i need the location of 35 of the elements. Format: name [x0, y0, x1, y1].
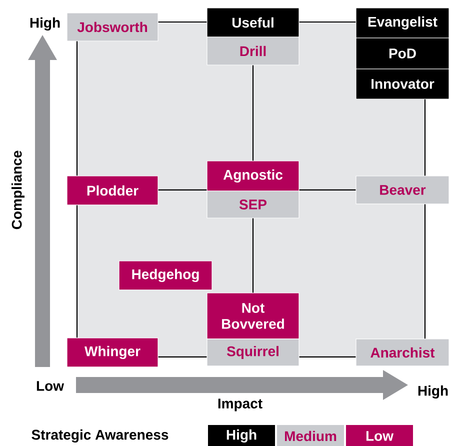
category-box: Drill — [206, 36, 300, 66]
legend-key: Medium — [277, 424, 344, 446]
category-box: SEP — [206, 190, 300, 218]
category-box: Jobsworth — [66, 12, 158, 42]
grid-line — [76, 205, 78, 338]
category-box: Squirrel — [206, 338, 300, 366]
grid-line — [252, 218, 254, 293]
axis-label: High — [418, 385, 448, 399]
category-box: Evangelist — [356, 8, 450, 38]
legend-title: Strategic Awareness — [32, 429, 168, 443]
grid-line — [424, 99, 426, 176]
category-box: Innovator — [356, 68, 450, 100]
grid-line — [299, 356, 356, 358]
axis-label: Low — [36, 381, 64, 391]
grid-line — [252, 65, 254, 161]
grid-line — [299, 189, 356, 191]
category-box: Not Bovvered — [206, 292, 300, 340]
legend-key: Low — [346, 424, 413, 446]
category-box: PoD — [356, 38, 450, 70]
grid-line — [424, 204, 426, 339]
axis-title: Compliance — [11, 150, 25, 230]
category-box: Anarchist — [356, 338, 450, 366]
grid-line — [158, 356, 207, 358]
axis-title: Impact — [218, 398, 262, 412]
grid-line — [76, 41, 78, 176]
category-box: Plodder — [66, 176, 158, 206]
legend-key: High — [208, 424, 275, 446]
grid-line — [158, 189, 207, 191]
category-box: Beaver — [356, 176, 450, 204]
category-box: Useful — [206, 8, 300, 38]
category-box: Agnostic — [206, 160, 300, 192]
grid-line — [158, 21, 207, 23]
grid-line — [299, 21, 356, 23]
category-box: Hedgehog — [118, 260, 212, 290]
category-box: Whinger — [66, 338, 158, 368]
